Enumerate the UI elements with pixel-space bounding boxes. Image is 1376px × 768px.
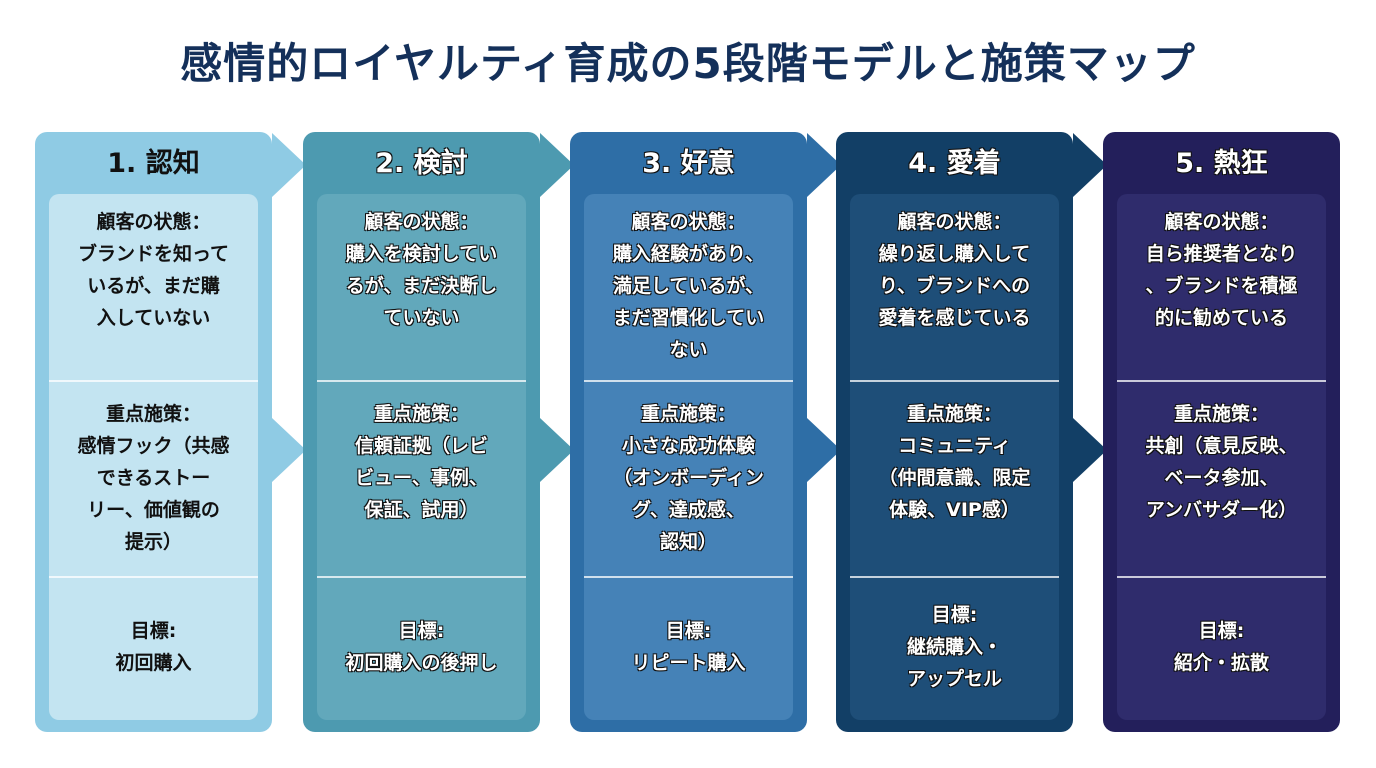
stage-panel: 顧客の状態： 購入経験があり、 満足しているが、 まだ習慣化してい ない 重点施… xyxy=(584,194,793,720)
customer-state: 顧客の状態： 購入を検討してい るが、まだ決断し ていない xyxy=(345,211,498,329)
goal: 目標: 初回購入の後押し xyxy=(317,582,526,712)
goal: 目標: 紹介・拡散 xyxy=(1117,582,1326,712)
goal-value: リピート購入 xyxy=(631,652,746,674)
stage-panel: 顧客の状態： ブランドを知って いるが、まだ購 入していない 重点施策： 感情フ… xyxy=(49,194,258,720)
stage-title: 2. 検討 xyxy=(375,148,468,179)
arrow-right-icon xyxy=(272,418,306,482)
key-measures: 重点施策： 感情フック（共感 できるストー リー、価値観の 提示） xyxy=(77,403,230,553)
goal: 目標: 継続購入・ アップセル xyxy=(850,582,1059,712)
divider xyxy=(584,576,793,578)
arrow-right-icon xyxy=(540,418,574,482)
stage-panel: 顧客の状態： 自ら推奨者となり 、ブランドを積極 的に勧めている 重点施策： 共… xyxy=(1117,194,1326,720)
goal-label: 目標: xyxy=(130,620,177,642)
divider xyxy=(1117,576,1326,578)
key-measures: 重点施策： 小さな成功体験 （オンボーディン グ、達成感、 認知） xyxy=(613,403,764,553)
key-measures: 重点施策： コミュニティ （仲間意識、限定 体験、VIP感） xyxy=(878,403,1031,521)
arrow-right-icon xyxy=(1073,418,1107,482)
goal: 目標: 初回購入 xyxy=(49,582,258,712)
stage-title: 5. 熱狂 xyxy=(1175,148,1268,179)
goal-value: 紹介・拡散 xyxy=(1173,652,1269,674)
divider xyxy=(850,576,1059,578)
stage-column: 4. 愛着 顧客の状態： 繰り返し購入して り、ブランドへの 愛着を感じている … xyxy=(836,132,1073,732)
divider xyxy=(317,380,526,382)
stage-column: 2. 検討 顧客の状態： 購入を検討してい るが、まだ決断し ていない 重点施策… xyxy=(303,132,540,732)
customer-state: 顧客の状態： ブランドを知って いるが、まだ購 入していない xyxy=(77,211,230,329)
key-measures: 重点施策： 共創（意見反映、 ベータ参加、 アンバサダー化） xyxy=(1145,403,1298,521)
customer-state: 顧客の状態： 自ら推奨者となり 、ブランドを積極 的に勧めている xyxy=(1145,211,1298,329)
stage-panel: 顧客の状態： 繰り返し購入して り、ブランドへの 愛着を感じている 重点施策： … xyxy=(850,194,1059,720)
divider xyxy=(49,380,258,382)
goal-label: 目標: xyxy=(1198,620,1245,642)
stage-title: 4. 愛着 xyxy=(908,148,1001,179)
goal-label: 目標: xyxy=(665,620,712,642)
page-title: 感情的ロイヤルティ育成の5段階モデルと施策マップ xyxy=(180,39,1196,88)
stage-title: 1. 認知 xyxy=(107,148,200,179)
divider xyxy=(317,576,526,578)
divider xyxy=(584,380,793,382)
goal-label: 目標: xyxy=(931,604,978,626)
goal: 目標: リピート購入 xyxy=(584,582,793,712)
goal-value: 初回購入の後押し xyxy=(345,652,498,674)
arrow-right-icon xyxy=(807,133,841,197)
goal-value: 継続購入・ アップセル xyxy=(906,636,1002,690)
divider xyxy=(1117,380,1326,382)
stage-title: 3. 好意 xyxy=(642,148,735,179)
divider xyxy=(49,576,258,578)
stage-column: 1. 認知 顧客の状態： ブランドを知って いるが、まだ購 入していない 重点施… xyxy=(35,132,272,732)
customer-state: 顧客の状態： 購入経験があり、 満足しているが、 まだ習慣化してい ない xyxy=(612,211,765,361)
arrow-right-icon xyxy=(540,133,574,197)
stage-column: 5. 熱狂 顧客の状態： 自ら推奨者となり 、ブランドを積極 的に勧めている 重… xyxy=(1103,132,1340,732)
stage-column: 3. 好意 顧客の状態： 購入経験があり、 満足しているが、 まだ習慣化してい … xyxy=(570,132,807,732)
goal-value: 初回購入 xyxy=(115,652,192,674)
divider xyxy=(850,380,1059,382)
goal-label: 目標: xyxy=(398,620,445,642)
key-measures: 重点施策： 信頼証拠（レビ ビュー、事例、 保証、試用） xyxy=(354,403,488,521)
arrow-right-icon xyxy=(807,418,841,482)
arrow-right-icon xyxy=(272,133,306,197)
arrow-right-icon xyxy=(1073,133,1107,197)
customer-state: 顧客の状態： 繰り返し購入して り、ブランドへの 愛着を感じている xyxy=(878,211,1031,329)
stage-panel: 顧客の状態： 購入を検討してい るが、まだ決断し ていない 重点施策： 信頼証拠… xyxy=(317,194,526,720)
